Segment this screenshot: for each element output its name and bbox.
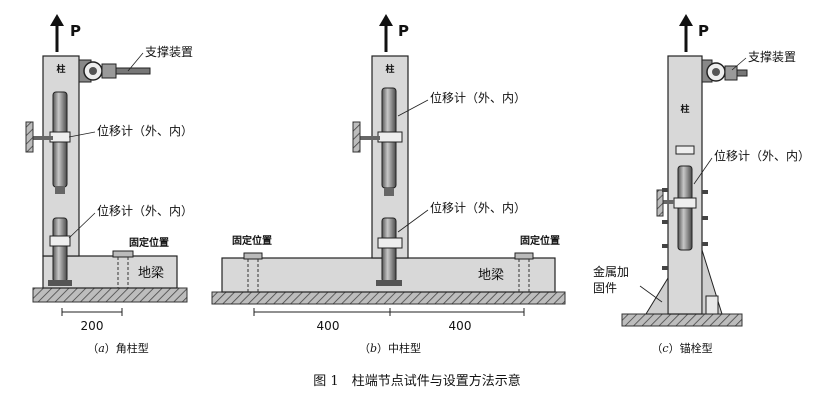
column-label: 柱 — [680, 103, 689, 115]
fixed-label: 固定位置 — [129, 236, 169, 249]
ground-plate — [32, 287, 188, 303]
fixture-label-line2: 固件 — [593, 281, 617, 295]
anchor-bolts — [662, 188, 708, 270]
upper-gauge — [352, 87, 403, 196]
load-arrow-head — [379, 14, 393, 26]
support-label: 支撑装置 — [748, 49, 796, 64]
column-label: 柱 — [56, 63, 65, 75]
caption-c: （c）锚栓型 — [651, 341, 712, 355]
caption-a: （a）角柱型 — [87, 341, 149, 355]
gauge-lower-label: 位移计（外、内） — [97, 203, 193, 218]
figure-caption: 图 1 柱端节点试件与设置方法示意 — [313, 373, 520, 389]
gauge-lower-label: 位移计（外、内） — [430, 200, 526, 215]
fixture-label-line1: 金属加 — [593, 264, 629, 279]
lower-gauge — [376, 217, 403, 286]
diagram-a: 柱 P 支撑装置 位移计（外、内） — [25, 14, 193, 355]
ground-plate — [211, 291, 566, 305]
support-label: 支撑装置 — [145, 44, 193, 59]
support-device — [701, 59, 748, 83]
load-arrow-head — [50, 14, 64, 26]
support-device — [78, 59, 151, 83]
fixed-right-label: 固定位置 — [520, 234, 560, 247]
beam-label: 地梁 — [138, 266, 164, 281]
diagram-b: 柱 P 位移计（外、内） 位移计（外、内） 固定位置 固定位置 — [211, 14, 566, 355]
caption-b: （b）中柱型 — [359, 341, 421, 355]
column-label: 柱 — [385, 63, 394, 75]
load-label: P — [698, 22, 709, 40]
load-label: P — [70, 22, 81, 40]
dimension-right-label: 400 — [449, 319, 472, 333]
dimension-left-label: 400 — [317, 319, 340, 333]
gauge-upper-label: 位移计（外、内） — [97, 123, 193, 138]
lower-gauge — [48, 217, 72, 286]
metal-fixture-left — [645, 276, 669, 315]
diagram-c: 柱 P 支撑装置 位移计（外、内） — [593, 14, 810, 355]
load-arrow-head — [679, 14, 693, 26]
gauge — [656, 145, 697, 251]
dimension-label: 200 — [81, 319, 104, 333]
gauge-label: 位移计（外、内） — [714, 148, 810, 163]
ground-plate — [621, 313, 743, 327]
fixed-left-label: 固定位置 — [232, 234, 272, 247]
upper-gauge — [25, 91, 71, 194]
gauge-upper-label: 位移计（外、内） — [430, 90, 526, 105]
load-label: P — [398, 22, 409, 40]
beam-label: 地梁 — [478, 268, 504, 283]
